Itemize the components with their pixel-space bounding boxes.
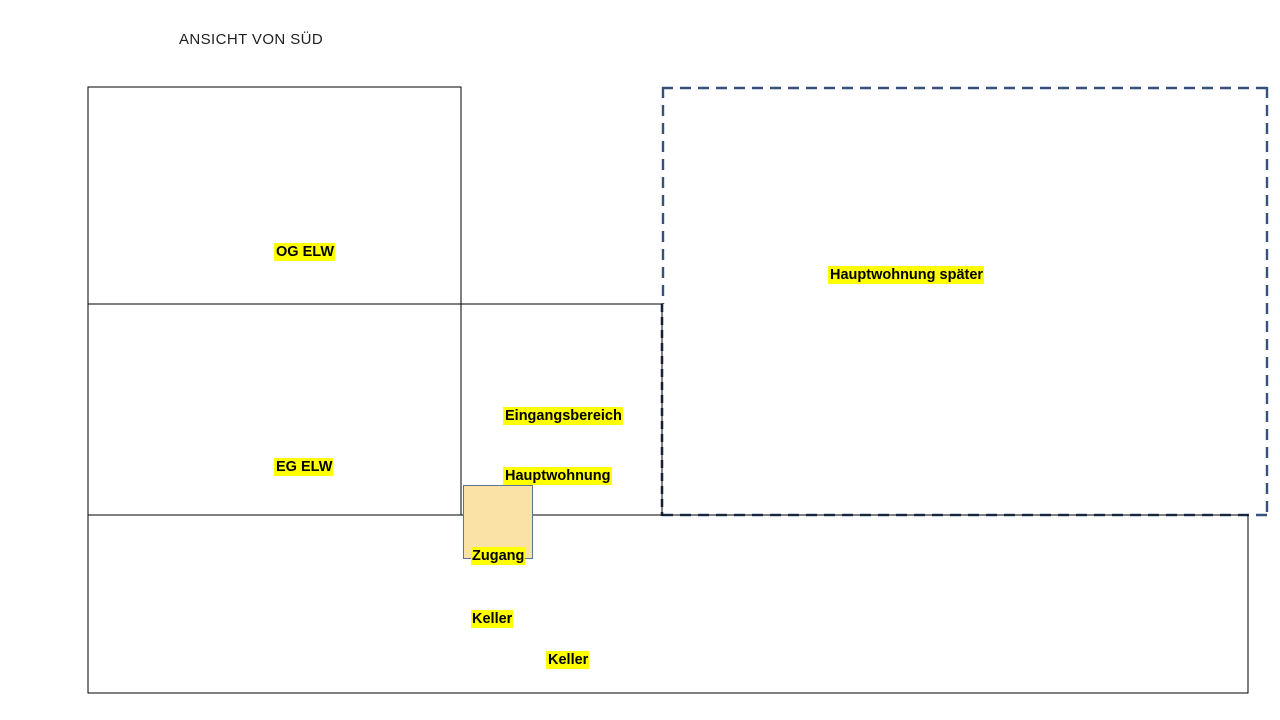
room-label-zugang-keller-line1: Zugang bbox=[471, 547, 526, 565]
room-label-og-elw: OG ELW bbox=[274, 202, 335, 302]
room-label-eingangsbereich: Eingangsbereich Hauptwohnung bbox=[503, 366, 623, 526]
room-label-eg-elw-text: EG ELW bbox=[274, 458, 334, 476]
room-label-keller: Keller bbox=[546, 610, 590, 710]
room-label-zugang-keller: Zugang Keller bbox=[471, 504, 526, 672]
room-label-eingangsbereich-line2: Hauptwohnung bbox=[503, 467, 612, 485]
keller-outline bbox=[87, 514, 1249, 694]
room-label-hauptwohnung-spaeter: Hauptwohnung später bbox=[828, 225, 985, 325]
room-label-zugang-keller-line2: Keller bbox=[471, 610, 514, 628]
existing-building-outline bbox=[87, 86, 1249, 694]
room-label-eg-elw: EG ELW bbox=[274, 417, 334, 517]
room-label-og-elw-text: OG ELW bbox=[274, 243, 335, 261]
page-title: ANSICHT VON SÜD bbox=[179, 31, 324, 48]
room-label-eingangsbereich-line1: Eingangsbereich bbox=[503, 407, 623, 425]
room-label-keller-text: Keller bbox=[546, 651, 590, 669]
room-label-hauptwohnung-spaeter-text: Hauptwohnung später bbox=[828, 266, 985, 284]
